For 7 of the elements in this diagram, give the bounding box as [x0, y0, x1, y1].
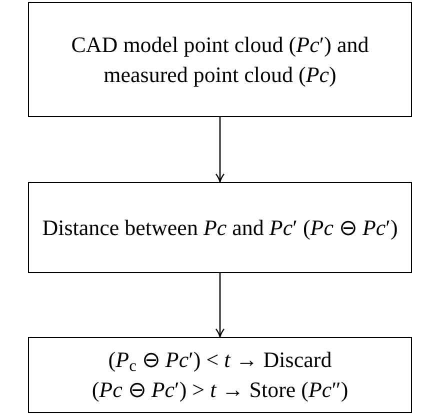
- box-text: CAD model point cloud (Pc′) and measured point cloud (Pc): [70, 30, 370, 89]
- process-box: [28, 337, 412, 413]
- process-box: [28, 182, 412, 273]
- box-text: (P$_{c}$ ⊖ Pc′) < t → Discard: [108, 346, 332, 375]
- box-text: (Pc ⊖ Pc′) > t → Store (Pc″): [92, 376, 348, 404]
- process-box: [28, 2, 412, 117]
- box-text: Distance between Pc and Pc′ (Pc ⊖ Pc′): [42, 214, 398, 242]
